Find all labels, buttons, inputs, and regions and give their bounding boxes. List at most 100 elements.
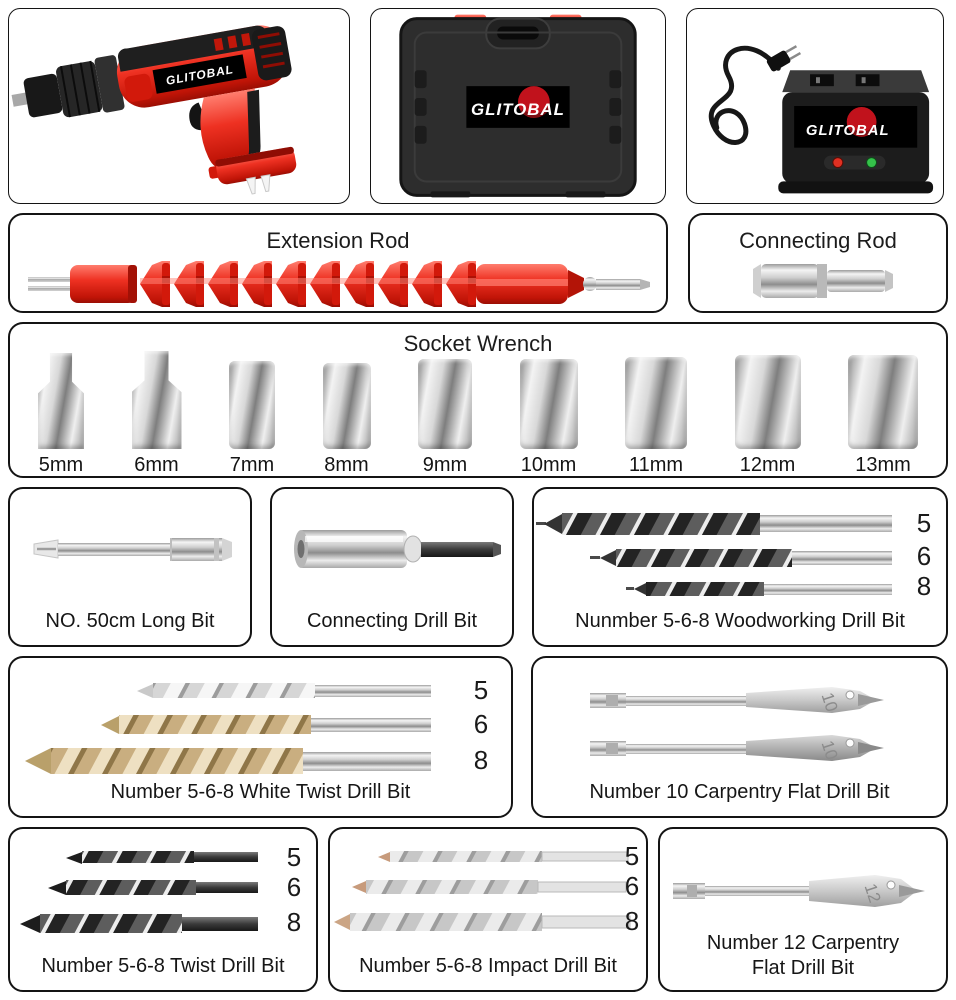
connecting-drill-bit-label: Connecting Drill Bit: [306, 610, 478, 632]
socket-6mm: [131, 351, 182, 449]
socket-10mm: [519, 359, 578, 449]
woodworking-bits-graphic: 5 6 8: [536, 508, 931, 601]
woodworking-bit-6: 6: [590, 541, 931, 571]
socket-cell: 12mm: [734, 355, 801, 476]
photo-row: GLITOBAL: [8, 8, 948, 204]
bit-size-label: 6: [917, 541, 931, 571]
bit-size-label: 6: [287, 872, 301, 902]
socket-cell: 11mm: [625, 357, 687, 476]
charger-photo-box: GLITOBAL: [686, 8, 944, 204]
bit-size-label: 5: [625, 841, 639, 871]
twist-bit-8: 8: [20, 907, 301, 937]
drill-photo: GLITOBAL: [11, 25, 297, 195]
socket-size-label: 10mm: [520, 454, 577, 476]
flat-bit-12-box: 12 Number 12 Carpentry Flat Drill Bit: [658, 827, 948, 992]
impact-bits-label: Number 5-6-8 Impact Drill Bit: [359, 955, 617, 977]
socket-row: Socket Wrench 5mm 6mm 7mm 8mm: [8, 322, 948, 478]
socket-cell: 9mm: [418, 359, 472, 476]
socket-wrench-box: Socket Wrench 5mm 6mm 7mm 8mm: [8, 322, 948, 478]
charger-led-red: [832, 157, 844, 169]
socket-size-label: 7mm: [229, 454, 275, 476]
rod-row: Extension Rod Connecting Rod: [8, 213, 948, 313]
twist-bits-graphic: 5 6 8: [20, 842, 301, 937]
white-twist-bits-label: Number 5-6-8 White Twist Drill Bit: [110, 781, 411, 803]
flat-bit-10-box: 10 10 Number 10 Carpentry Flat Drill Bit: [531, 656, 948, 818]
twist-bits-label: Number 5-6-8 Twist Drill Bit: [41, 955, 285, 977]
long-bit-box: NO. 50cm Long Bit: [8, 487, 252, 647]
woodworking-bit-5: 5: [536, 508, 931, 538]
connecting-drill-bit-box: Connecting Drill Bit: [270, 487, 514, 647]
impact-bits-box: 5 6 8 Number 5-6-8 Impact Drill Bit: [328, 827, 648, 992]
twist-bit-5: 5: [66, 842, 301, 872]
white-bit-6: 6: [100, 709, 488, 739]
flat-bit-10-a: 10: [589, 687, 884, 714]
impact-bits-graphic: 5 6 8: [334, 841, 639, 936]
socket-cell: 7mm: [229, 361, 275, 476]
flat-bit-10-graphic: 10 10: [589, 687, 884, 762]
bit-size-label: 8: [625, 906, 639, 936]
socket-5mm: [38, 353, 84, 449]
bit-size-label: 8: [287, 907, 301, 937]
charger-logo-globe: [846, 106, 877, 137]
long-bit-label: NO. 50cm Long Bit: [45, 610, 215, 632]
flat-bit-12-label: Number 12 Carpentry Flat Drill Bit: [706, 932, 900, 979]
white-bit-8: 8: [24, 745, 488, 775]
socket-9mm: [418, 359, 472, 449]
socket-7mm: [229, 361, 275, 449]
socket-cell: 13mm: [848, 355, 918, 476]
charger-brand-text: GLITOBAL: [806, 123, 890, 139]
charger-cord: [708, 45, 781, 145]
case-logo-globe: [518, 86, 550, 118]
bit-size-label: 8: [473, 745, 487, 775]
impact-bit-8: 8: [334, 906, 639, 936]
socket-12mm: [734, 355, 801, 449]
case-brand-text: GLITOBAL: [471, 100, 565, 119]
socket-wrench-title: Socket Wrench: [403, 331, 553, 356]
woodworking-bits-box: 5 6 8 Nunmber 5-6-8 Woodworking Dr: [532, 487, 948, 647]
bit-size-label: 5: [917, 508, 931, 538]
socket-11mm: [625, 357, 687, 449]
charger-photo: GLITOBAL: [708, 45, 934, 194]
socket-size-label: 13mm: [855, 454, 911, 476]
socket-size-label: 5mm: [38, 454, 84, 476]
case-brand-plate: [466, 86, 570, 128]
bit-size-label: 5: [287, 842, 301, 872]
bit-size-label: 5: [473, 675, 487, 705]
extension-rod-title: Extension Rod: [266, 228, 410, 253]
socket-13mm: [848, 355, 918, 449]
socket-size-label: 12mm: [739, 454, 796, 476]
socket-cell: 6mm: [131, 351, 182, 476]
socket-8mm: [322, 363, 371, 449]
socket-cell: 5mm: [38, 353, 84, 476]
extension-rod-graphic: [28, 261, 650, 307]
socket-cell: 10mm: [519, 359, 578, 476]
flat-bit-10-label: Number 10 Carpentry Flat Drill Bit: [589, 781, 890, 803]
socket-size-label: 6mm: [134, 454, 179, 476]
socket-set: 5mm 6mm 7mm 8mm 9mm: [10, 351, 946, 476]
drill-photo-box: GLITOBAL: [8, 8, 350, 204]
white-twist-bits-box: 5 6 8 Number 5-6-8 White Twist Drill Bit: [8, 656, 513, 818]
connecting-rod-box: Connecting Rod: [688, 213, 948, 313]
drill-brand-plate: [152, 54, 247, 94]
charger-led-green: [866, 157, 878, 169]
white-bit-5: 5: [136, 675, 488, 705]
bit-row-2: 5 6 8 Number 5-6-8 White Twist Drill Bit: [8, 656, 948, 818]
extension-rod-box: Extension Rod: [8, 213, 668, 313]
connecting-rod-title: Connecting Rod: [739, 228, 897, 253]
flat-bit-12-graphic: 12: [673, 875, 925, 907]
flat-bit-engraving: 10: [817, 690, 841, 714]
white-twist-bits-graphic: 5 6 8: [24, 675, 488, 775]
bit-size-label: 6: [625, 871, 639, 901]
bit-size-label: 6: [473, 709, 487, 739]
woodworking-bit-8: 8: [626, 571, 931, 601]
long-bit-graphic: [33, 538, 232, 561]
twist-bits-box: 5 6 8 Number 5-6-8 Twist Drill Bit: [8, 827, 318, 992]
bit-row-1: NO. 50cm Long Bit Connecting Drill Bit: [8, 487, 948, 647]
impact-bit-5: 5: [378, 841, 639, 871]
flat-bit-engraving: 12: [861, 881, 885, 905]
socket-size-label: 11mm: [628, 454, 684, 476]
twist-bit-6: 6: [48, 872, 301, 902]
impact-bit-6: 6: [352, 871, 639, 901]
case-photo-box: GLITOBAL: [370, 8, 666, 204]
